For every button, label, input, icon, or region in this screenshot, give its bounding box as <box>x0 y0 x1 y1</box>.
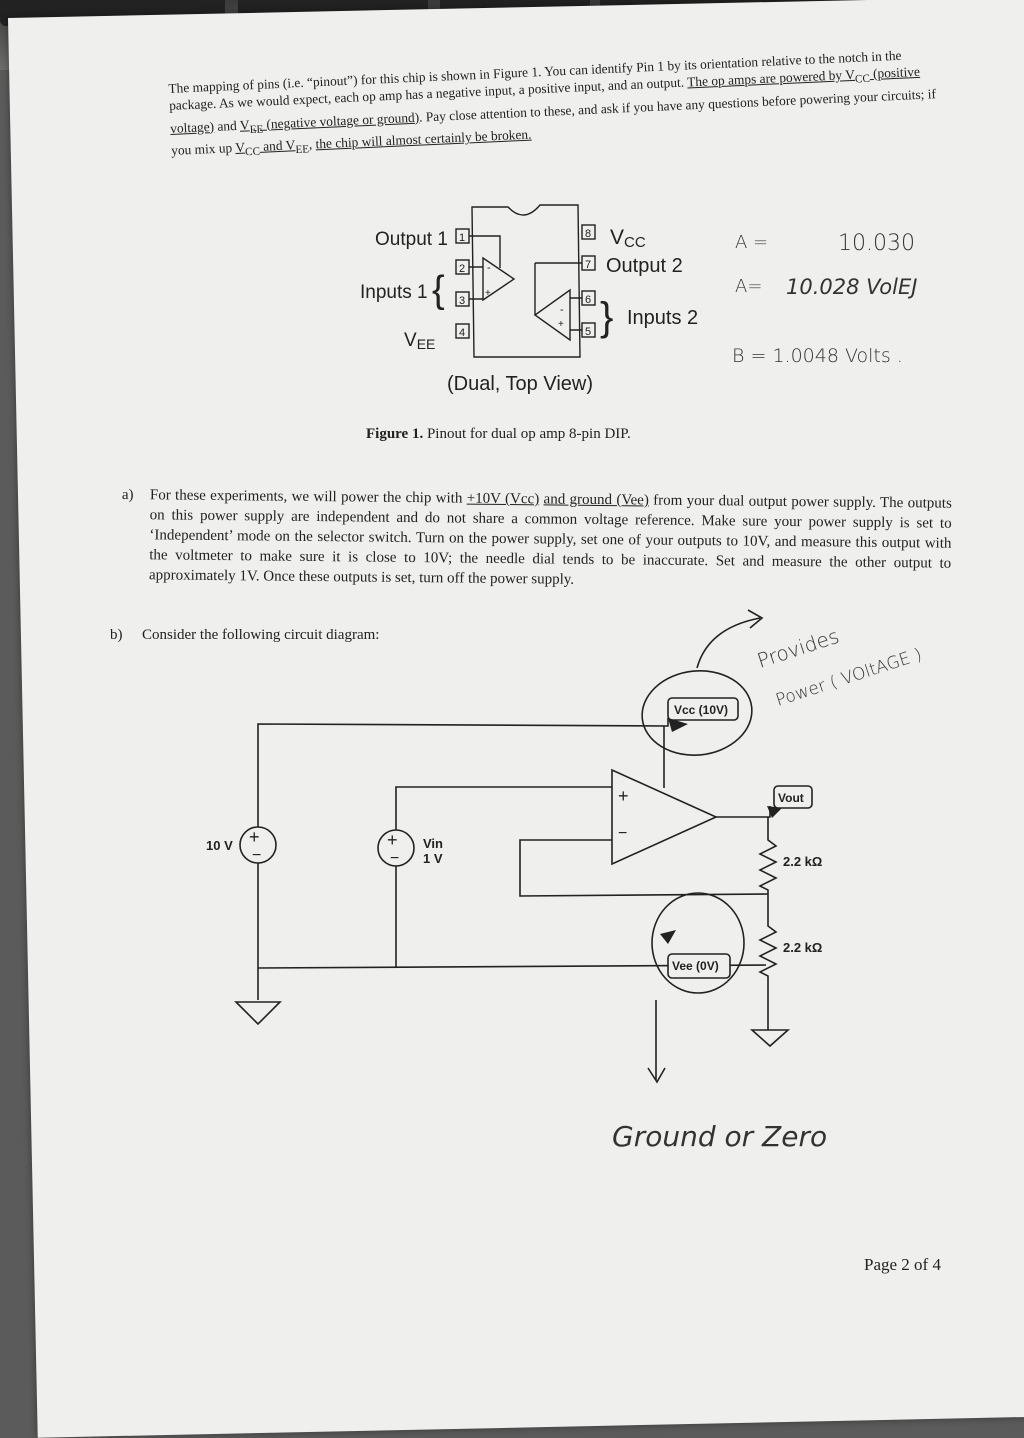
source1-label: 10 V <box>206 838 233 853</box>
handdrawn-arrow <box>696 609 764 669</box>
handwritten-ground: Ground or Zero <box>612 1120 827 1153</box>
source2-minus: − <box>390 850 399 867</box>
opamp1-symbol <box>482 256 516 302</box>
handdrawn-arrow <box>647 1000 666 1084</box>
vcc-tag: Vcc (10V) <box>674 703 728 717</box>
label-vee-sub: EE <box>417 336 436 352</box>
label-vcc-sub: CC <box>624 234 646 251</box>
label-vee-main: V <box>404 330 417 351</box>
source2-name: Vin <box>423 836 443 851</box>
handdrawn-circle <box>651 892 745 994</box>
label-output1: Output 1 <box>375 229 448 250</box>
vout-tag: Vout <box>778 791 804 805</box>
opamp1-plus: + <box>485 288 491 299</box>
pin-number: 1 <box>459 232 465 244</box>
handwritten-a2-value: 10.028 VolEJ <box>786 275 917 299</box>
brace-inputs2: } <box>600 295 613 339</box>
resistor1-value: 2.2 kΩ <box>783 854 822 869</box>
opamp-plus: + <box>618 786 629 806</box>
resistor-1 <box>758 817 778 912</box>
pin-box <box>455 323 470 339</box>
source1-plus: + <box>249 827 260 847</box>
pin-number: 6 <box>585 294 591 306</box>
source1-minus: − <box>252 847 261 864</box>
handwritten-a2: A= <box>735 276 762 297</box>
label-dual-top-view: (Dual, Top View) <box>447 373 593 395</box>
pin-number: 4 <box>459 327 465 339</box>
opamp2-symbol <box>533 288 571 342</box>
pin-number: 8 <box>585 228 591 240</box>
handwritten-b: B = 1.0048 Volts . <box>732 345 903 367</box>
vout-tag-box <box>773 785 813 809</box>
pin-number: 3 <box>459 295 465 307</box>
label-inputs1: Inputs 1 <box>360 282 428 303</box>
pinout-figure: 1 2 3 4 8 7 6 5 - + - + Output 1 Inputs … <box>360 204 917 395</box>
source2-plus: + <box>387 830 398 850</box>
label-vcc: VCC <box>610 226 646 251</box>
handwritten-provides: Provides <box>754 624 842 673</box>
question-b-label: b) <box>110 627 123 643</box>
vee-tag-box <box>667 953 731 979</box>
pin-box <box>581 224 596 240</box>
opamp1-minus: - <box>487 262 491 274</box>
caption-text: Pinout for dual op amp 8-pin DIP. <box>423 426 631 442</box>
handdrawn-circle <box>641 670 753 756</box>
circuit-diagram: + − + − + − 10 V Vin 1 V Vcc (10V) Vout … <box>206 609 924 1153</box>
pin-number: 7 <box>585 259 591 271</box>
label-vee: VEE <box>404 330 435 352</box>
label-output2: Output 2 <box>606 255 683 277</box>
vee-tag: Vee (0V) <box>672 959 719 973</box>
ground-symbol <box>749 1029 791 1048</box>
pin-number: 2 <box>459 263 465 275</box>
handwritten-a1-value: 10.030 <box>838 231 915 256</box>
pin-number: 5 <box>585 326 591 338</box>
source2-value: 1 V <box>423 851 443 866</box>
opamp2-plus: + <box>558 319 564 330</box>
handwritten-a1: A = <box>735 232 768 253</box>
figure-caption: Figure 1. Pinout for dual op amp 8-pin D… <box>366 426 631 443</box>
ground-symbol <box>234 1001 282 1026</box>
label-inputs2: Inputs 2 <box>627 307 698 329</box>
brace-inputs1: { <box>432 269 445 311</box>
page-number: Page 2 of 4 <box>864 1255 941 1274</box>
question-b-text: Consider the following circuit diagram: <box>142 627 380 643</box>
resistor-2 <box>758 912 778 1030</box>
vcc-tag-box <box>667 697 739 721</box>
opamp2-minus: - <box>560 304 564 316</box>
label-vcc-main: V <box>610 226 624 249</box>
caption-label: Figure 1. <box>366 426 424 442</box>
page-content: The mapping of pins (i.e. “pinout”) for … <box>110 48 952 1274</box>
opamp-minus: − <box>618 825 627 842</box>
resistor2-value: 2.2 kΩ <box>783 940 822 955</box>
circuit-opamp <box>611 768 718 866</box>
dip-package-outline <box>471 204 581 358</box>
